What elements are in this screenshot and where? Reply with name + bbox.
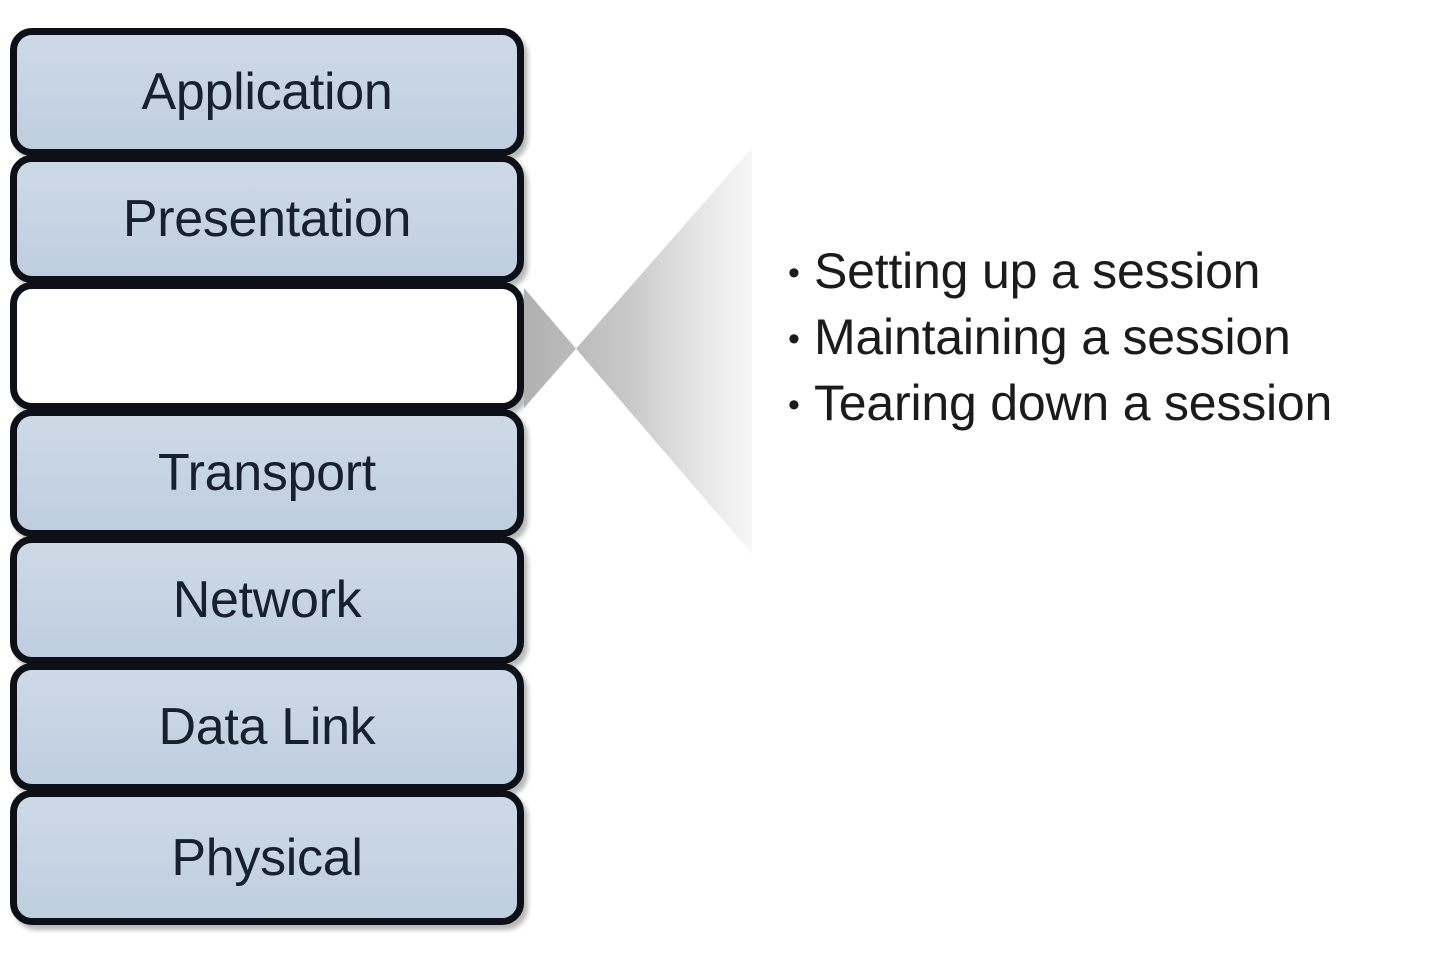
bullet-dot-icon: • (788, 320, 800, 358)
osi-layer-stack: Application Presentation Transport Netwo… (10, 28, 524, 925)
callout-wedge-icon (524, 148, 752, 554)
layer-box-data-link[interactable]: Data Link (10, 663, 524, 791)
list-item: • Tearing down a session (788, 378, 1428, 444)
list-item: • Maintaining a session (788, 312, 1428, 378)
layer-label-presentation: Presentation (122, 190, 412, 248)
layer-label-transport: Transport (158, 444, 376, 502)
callout-bullet-list: • Setting up a session • Maintaining a s… (788, 246, 1428, 444)
bullet-dot-icon: • (788, 386, 800, 424)
list-item: • Setting up a session (788, 246, 1428, 312)
layer-box-presentation[interactable]: Presentation (10, 155, 524, 283)
layer-box-application[interactable]: Application (10, 28, 524, 156)
layer-label-physical: Physical (171, 828, 363, 887)
layer-label-network: Network (172, 571, 362, 629)
layer-label-data-link: Data Link (158, 698, 376, 756)
bullet-dot-icon: • (788, 254, 800, 292)
bullet-text-tearing-down: Tearing down a session (814, 375, 1333, 431)
layer-box-blank-session[interactable] (10, 282, 524, 410)
layer-box-network[interactable]: Network (10, 536, 524, 664)
layer-box-transport[interactable]: Transport (10, 409, 524, 537)
bullet-text-maintaining: Maintaining a session (814, 309, 1291, 365)
layer-box-physical[interactable]: Physical (10, 790, 524, 925)
layer-label-application: Application (141, 63, 393, 121)
bullet-text-setting-up: Setting up a session (814, 243, 1261, 299)
